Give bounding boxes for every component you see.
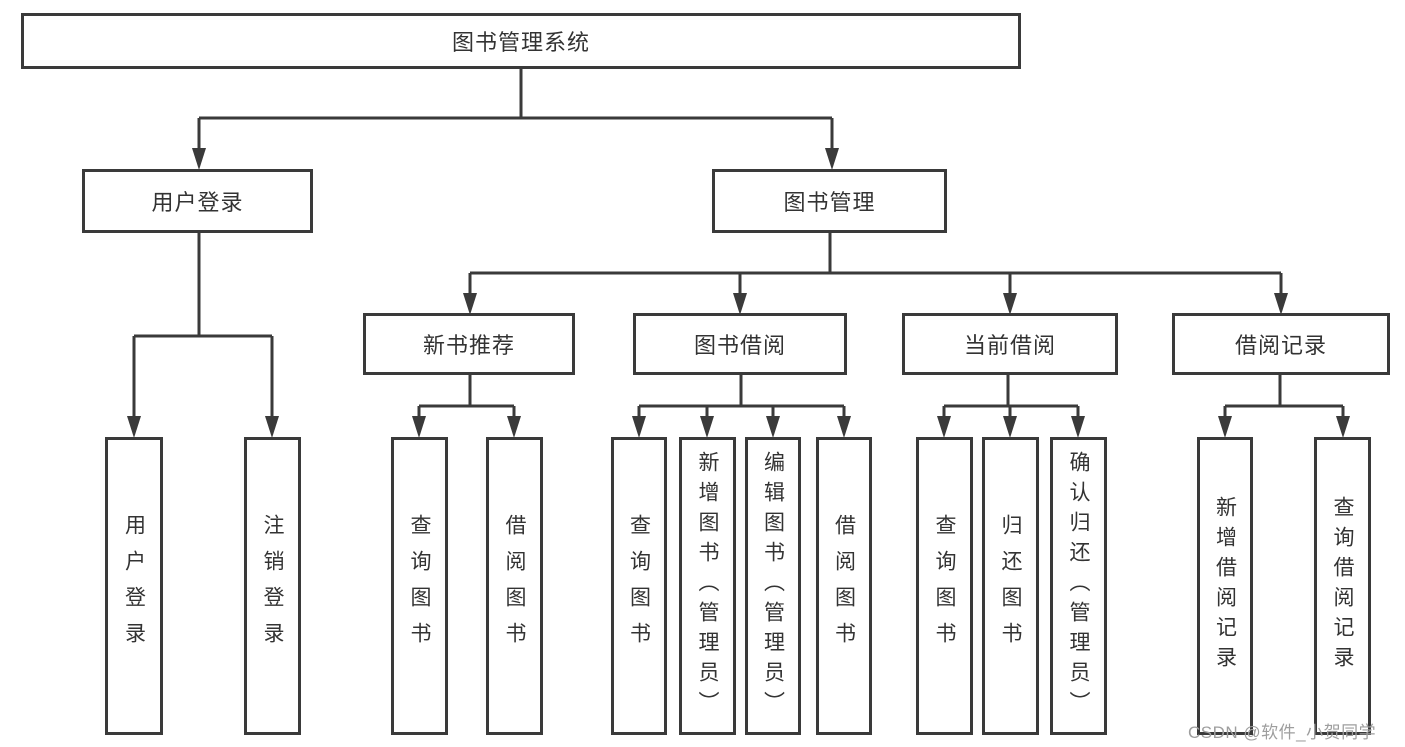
node-label: 新书推荐 (422, 333, 515, 358)
arrowhead-icon (1336, 416, 1350, 438)
arrowhead-icon (837, 416, 851, 438)
arrowhead-icon (1003, 293, 1017, 315)
arrowhead-icon (412, 416, 426, 438)
node-logout: 注销登录 (244, 437, 301, 735)
node-label: 用户登录 (122, 514, 146, 658)
node-label: 注销登录 (261, 514, 284, 658)
node-label: 查询借阅记录 (1331, 496, 1354, 676)
arrowheads (127, 148, 1350, 438)
node-label: 编辑图书（管理员） (761, 451, 785, 721)
node-borrowing-records: 借阅记录 (1172, 313, 1390, 375)
node-label: 借阅记录 (1234, 333, 1327, 358)
arrowhead-icon (1003, 416, 1017, 438)
node-query-borrow-record: 查询借阅记录 (1314, 437, 1371, 735)
connector-book-management-children (468, 233, 1283, 297)
arrowhead-icon (1274, 293, 1288, 315)
node-label: 图书借阅 (693, 333, 786, 358)
node-label: 查询图书 (933, 514, 956, 658)
node-query-books-3: 查询图书 (916, 437, 973, 735)
node-query-books-1: 查询图书 (391, 437, 448, 735)
node-label: 新增图书（管理员） (696, 451, 719, 721)
node-borrow-books-1: 借阅图书 (486, 437, 543, 735)
node-label: 借阅图书 (832, 514, 856, 658)
arrowhead-icon (192, 148, 206, 170)
node-edit-books-admin: 编辑图书（管理员） (745, 437, 801, 735)
node-return-books: 归还图书 (982, 437, 1039, 735)
arrowhead-icon (766, 416, 780, 438)
arrowhead-icon (463, 293, 477, 315)
arrowhead-icon (507, 416, 521, 438)
arrowhead-icon (1218, 416, 1232, 438)
arrowhead-icon (127, 416, 141, 438)
node-new-book-recommendation: 新书推荐 (363, 313, 575, 375)
node-add-borrow-record: 新增借阅记录 (1197, 437, 1253, 735)
node-book-borrowing: 图书借阅 (633, 313, 847, 375)
arrowhead-icon (1071, 416, 1085, 438)
csdn-watermark: CSDN @软件_小贺同学 (1188, 723, 1377, 742)
connector-root-to-level2 (197, 69, 834, 152)
node-label: 图书管理 (783, 190, 876, 215)
node-current-borrowing: 当前借阅 (902, 313, 1118, 375)
arrowhead-icon (265, 416, 279, 438)
node-label: 查询图书 (408, 514, 431, 658)
node-label: 借阅图书 (503, 514, 526, 658)
connector-borrow-record-children (1223, 375, 1345, 420)
node-label: 新增借阅记录 (1213, 496, 1237, 676)
node-confirm-return-admin: 确认归还（管理员） (1050, 437, 1107, 735)
node-book-management: 图书管理 (712, 169, 947, 233)
node-label: 当前借阅 (963, 333, 1056, 358)
node-borrow-books-2: 借阅图书 (816, 437, 872, 735)
node-label: 归还图书 (999, 514, 1022, 658)
node-user-login-leaf: 用户登录 (105, 437, 163, 735)
connector-current-borrow-children (942, 375, 1080, 420)
arrowhead-icon (632, 416, 646, 438)
arrowhead-icon (700, 416, 714, 438)
connector-user-login-children (132, 233, 274, 420)
node-label: 用户登录 (151, 190, 244, 215)
connector-book-borrow-children (637, 375, 846, 420)
connector-new-book-children (417, 375, 516, 420)
arrowhead-icon (937, 416, 951, 438)
node-label: 查询图书 (627, 514, 651, 658)
node-add-books-admin: 新增图书（管理员） (679, 437, 736, 735)
node-label: 图书管理系统 (451, 30, 590, 55)
node-library-management-system: 图书管理系统 (21, 13, 1021, 69)
arrowhead-icon (825, 148, 839, 170)
node-user-login: 用户登录 (82, 169, 313, 233)
arrowhead-icon (733, 293, 747, 315)
node-label: 确认归还（管理员） (1067, 451, 1090, 721)
node-query-books-2: 查询图书 (611, 437, 667, 735)
